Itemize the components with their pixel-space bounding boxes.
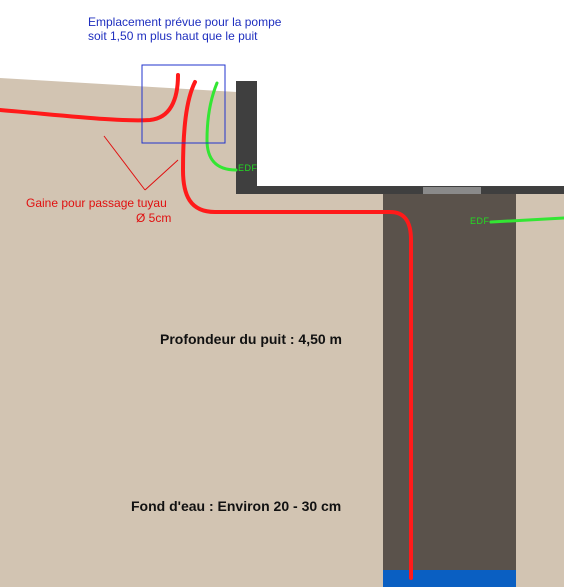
sleeve-pointer-line-right [144,159,179,191]
green-cable-edf-right [489,216,564,224]
pump-location-note-line1: Emplacement prévue pour la pompe [88,15,282,29]
edf-label-right: EDF [470,216,490,226]
well-cover [423,187,481,194]
pump-location-box [141,64,226,144]
green-cable-edf-top [205,81,238,172]
edf-label-top: EDF [238,163,258,173]
water-bottom-label: Fond d'eau : Environ 20 - 30 cm [131,498,342,514]
house-wall [236,81,257,194]
red-pipe-to-well [180,80,413,580]
well-depth-label: Profondeur du puit : 4,50 m [160,331,343,347]
red-pipe-left [0,73,180,123]
sleeve-pointer-line-left [103,135,146,191]
sleeve-note-line2: Ø 5cm [136,211,172,225]
well-shaft [383,194,516,587]
well-water [383,570,516,587]
house-floor-slab [236,186,564,194]
pump-location-note-line2: soit 1,50 m plus haut que le puit [88,29,258,43]
sleeve-note-line1: Gaine pour passage tuyau [26,196,167,210]
